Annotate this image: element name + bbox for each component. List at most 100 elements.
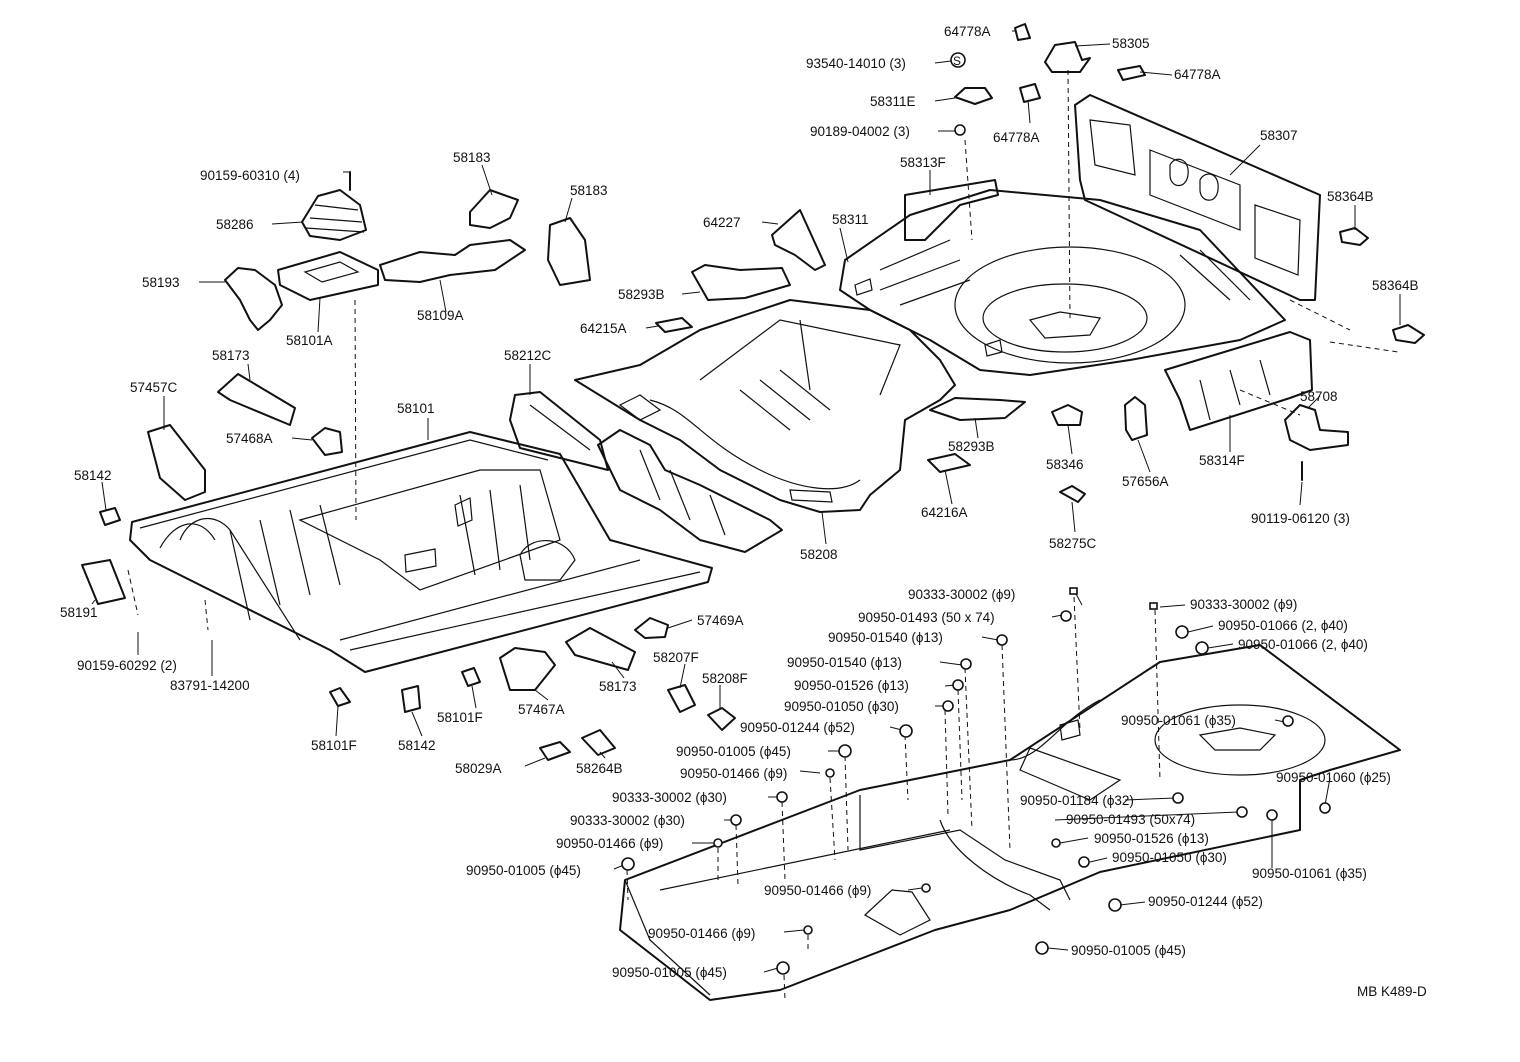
part-label: 64778A: [944, 24, 991, 39]
bracket-58364B-a: [1339, 227, 1369, 246]
bracket-64227: [771, 209, 826, 271]
part-label: 90950-01066 (2, ϕ40): [1238, 637, 1368, 652]
part-label: 64778A: [1174, 67, 1221, 82]
part-label: 58101F: [311, 738, 357, 753]
part-label: 58207F: [653, 650, 699, 665]
bracket-58193: [224, 267, 283, 331]
part-label: 57467A: [518, 702, 565, 717]
floor-plate-58101A: [277, 251, 379, 301]
part-label: 58305: [1112, 36, 1150, 51]
part-label: 90950-01493 (50x74): [1066, 812, 1195, 827]
part-label: 58208F: [702, 671, 748, 686]
nut-90189: [954, 124, 966, 136]
clip-58142-a: [99, 507, 121, 526]
plug-90950-01466-c: [921, 883, 931, 893]
part-label: 90950-01061 (ϕ35): [1121, 713, 1236, 728]
member-ribs: [1199, 359, 1271, 421]
diagram-code: MB K489-D: [1357, 984, 1427, 999]
bracket-57468A: [311, 427, 343, 456]
part-label: 90950-01466 (ϕ9): [764, 883, 871, 898]
part-label: 90950-01005 (ϕ45): [676, 744, 791, 759]
plug-90333-30002-b: [730, 814, 742, 826]
part-label: 58286: [216, 217, 254, 232]
part-label: 58183: [570, 183, 608, 198]
part-label: 90333-30002 (ϕ9): [908, 587, 1015, 602]
part-label: 58142: [398, 738, 436, 753]
plug-90950-01540-a: [996, 634, 1008, 646]
part-label: 90333-30002 (ϕ9): [1190, 597, 1297, 612]
rail-58173-bottom: [565, 627, 636, 671]
plug-90950-01526-b: [1051, 838, 1061, 848]
part-label: 90950-01050 (ϕ30): [1112, 850, 1227, 865]
plate-window: [303, 261, 360, 283]
part-label: 58364B: [1372, 278, 1419, 293]
part-label: 58311E: [870, 94, 916, 109]
part-label: 90950-01184 (ϕ32): [1020, 793, 1134, 808]
plug-90950-01061-b: [1266, 809, 1278, 821]
center-tunnel-panel: [509, 391, 783, 553]
cover-58191: [81, 559, 126, 605]
plug-90950-01540-b: [960, 658, 972, 670]
part-label: 58101: [397, 401, 435, 416]
clip-58101F-a: [461, 667, 481, 687]
plug-90950-01005-d: [776, 961, 790, 975]
part-label: 90159-60292 (2): [77, 658, 177, 673]
part-label: 90950-01540 (ϕ13): [828, 630, 943, 645]
rear-floor-crossmember: [904, 179, 999, 241]
part-label: 90950-01005 (ϕ45): [466, 863, 581, 878]
bracket-57469A: [634, 617, 669, 639]
clip-58346: [1051, 404, 1083, 426]
part-label: 90950-01526 (ϕ13): [1094, 831, 1209, 846]
part-label: 58173: [212, 348, 250, 363]
part-label: 58275C: [1049, 536, 1097, 551]
clip-58142-b: [401, 685, 421, 713]
part-label: 58142: [74, 468, 112, 483]
pad-58029A: [539, 741, 571, 761]
bracket-57457C: [147, 424, 206, 501]
part-label: 90950-01005 (ϕ45): [1071, 943, 1186, 958]
plug-90333-b: [1149, 602, 1158, 610]
rear-body-panel: [1074, 94, 1321, 301]
part-label: 90950-01526 (ϕ13): [794, 678, 909, 693]
bracket-57656A: [1124, 396, 1148, 441]
part-label-symbol: S: [953, 54, 961, 68]
clip-58275C: [1059, 485, 1086, 503]
bracket-58109A: [379, 239, 526, 283]
part-label: 64778A: [993, 130, 1040, 145]
pad-58264B: [581, 729, 616, 756]
part-label: 58173: [599, 679, 637, 694]
part-label: 90950-01066 (2, ϕ40): [1218, 618, 1348, 633]
part-label: 57656A: [1122, 474, 1169, 489]
shift-boot: [301, 189, 367, 241]
plug-90333-a: [1069, 587, 1078, 595]
plug-90950-01244-b: [1108, 898, 1122, 912]
bracket-57467A: [499, 647, 556, 691]
bracket-58364B-b: [1392, 324, 1425, 344]
part-label: 90950-01244 (ϕ52): [740, 720, 855, 735]
part-label: 93540-14010 (3): [806, 56, 906, 71]
rear-floor-side-member: [1164, 331, 1313, 431]
leader-lines: [91, 30, 1401, 1001]
part-label: 90333-30002 (ϕ30): [612, 790, 727, 805]
part-label: 58311: [832, 212, 869, 227]
part-label: 57469A: [697, 613, 744, 628]
part-label: 90159-60310 (4): [200, 168, 300, 183]
part-label: 90950-01493 (50 x 74): [858, 610, 995, 625]
plug-90950-01526-a: [952, 679, 964, 691]
part-label: 57457C: [130, 380, 178, 395]
plug-90950-01493-a: [1060, 610, 1072, 622]
part-label: 57468A: [226, 431, 273, 446]
front-floor-pan: [129, 431, 713, 673]
plug-93540: [950, 52, 966, 68]
part-label: 58193: [142, 275, 180, 290]
part-drawings: [81, 23, 1425, 1001]
plug-90950-01050-b: [1078, 856, 1090, 868]
plug-90950-01050-a: [942, 700, 954, 712]
part-label: 58264B: [576, 761, 623, 776]
part-label: 90950-01244 (ϕ52): [1148, 894, 1263, 909]
cap-58311E: [954, 87, 993, 105]
bracket-58183-a: [469, 189, 519, 229]
plug-90950-01466-b: [713, 838, 723, 848]
plug-90950-01466-d: [803, 925, 813, 935]
part-label: 90119-06120 (3): [1251, 511, 1350, 526]
